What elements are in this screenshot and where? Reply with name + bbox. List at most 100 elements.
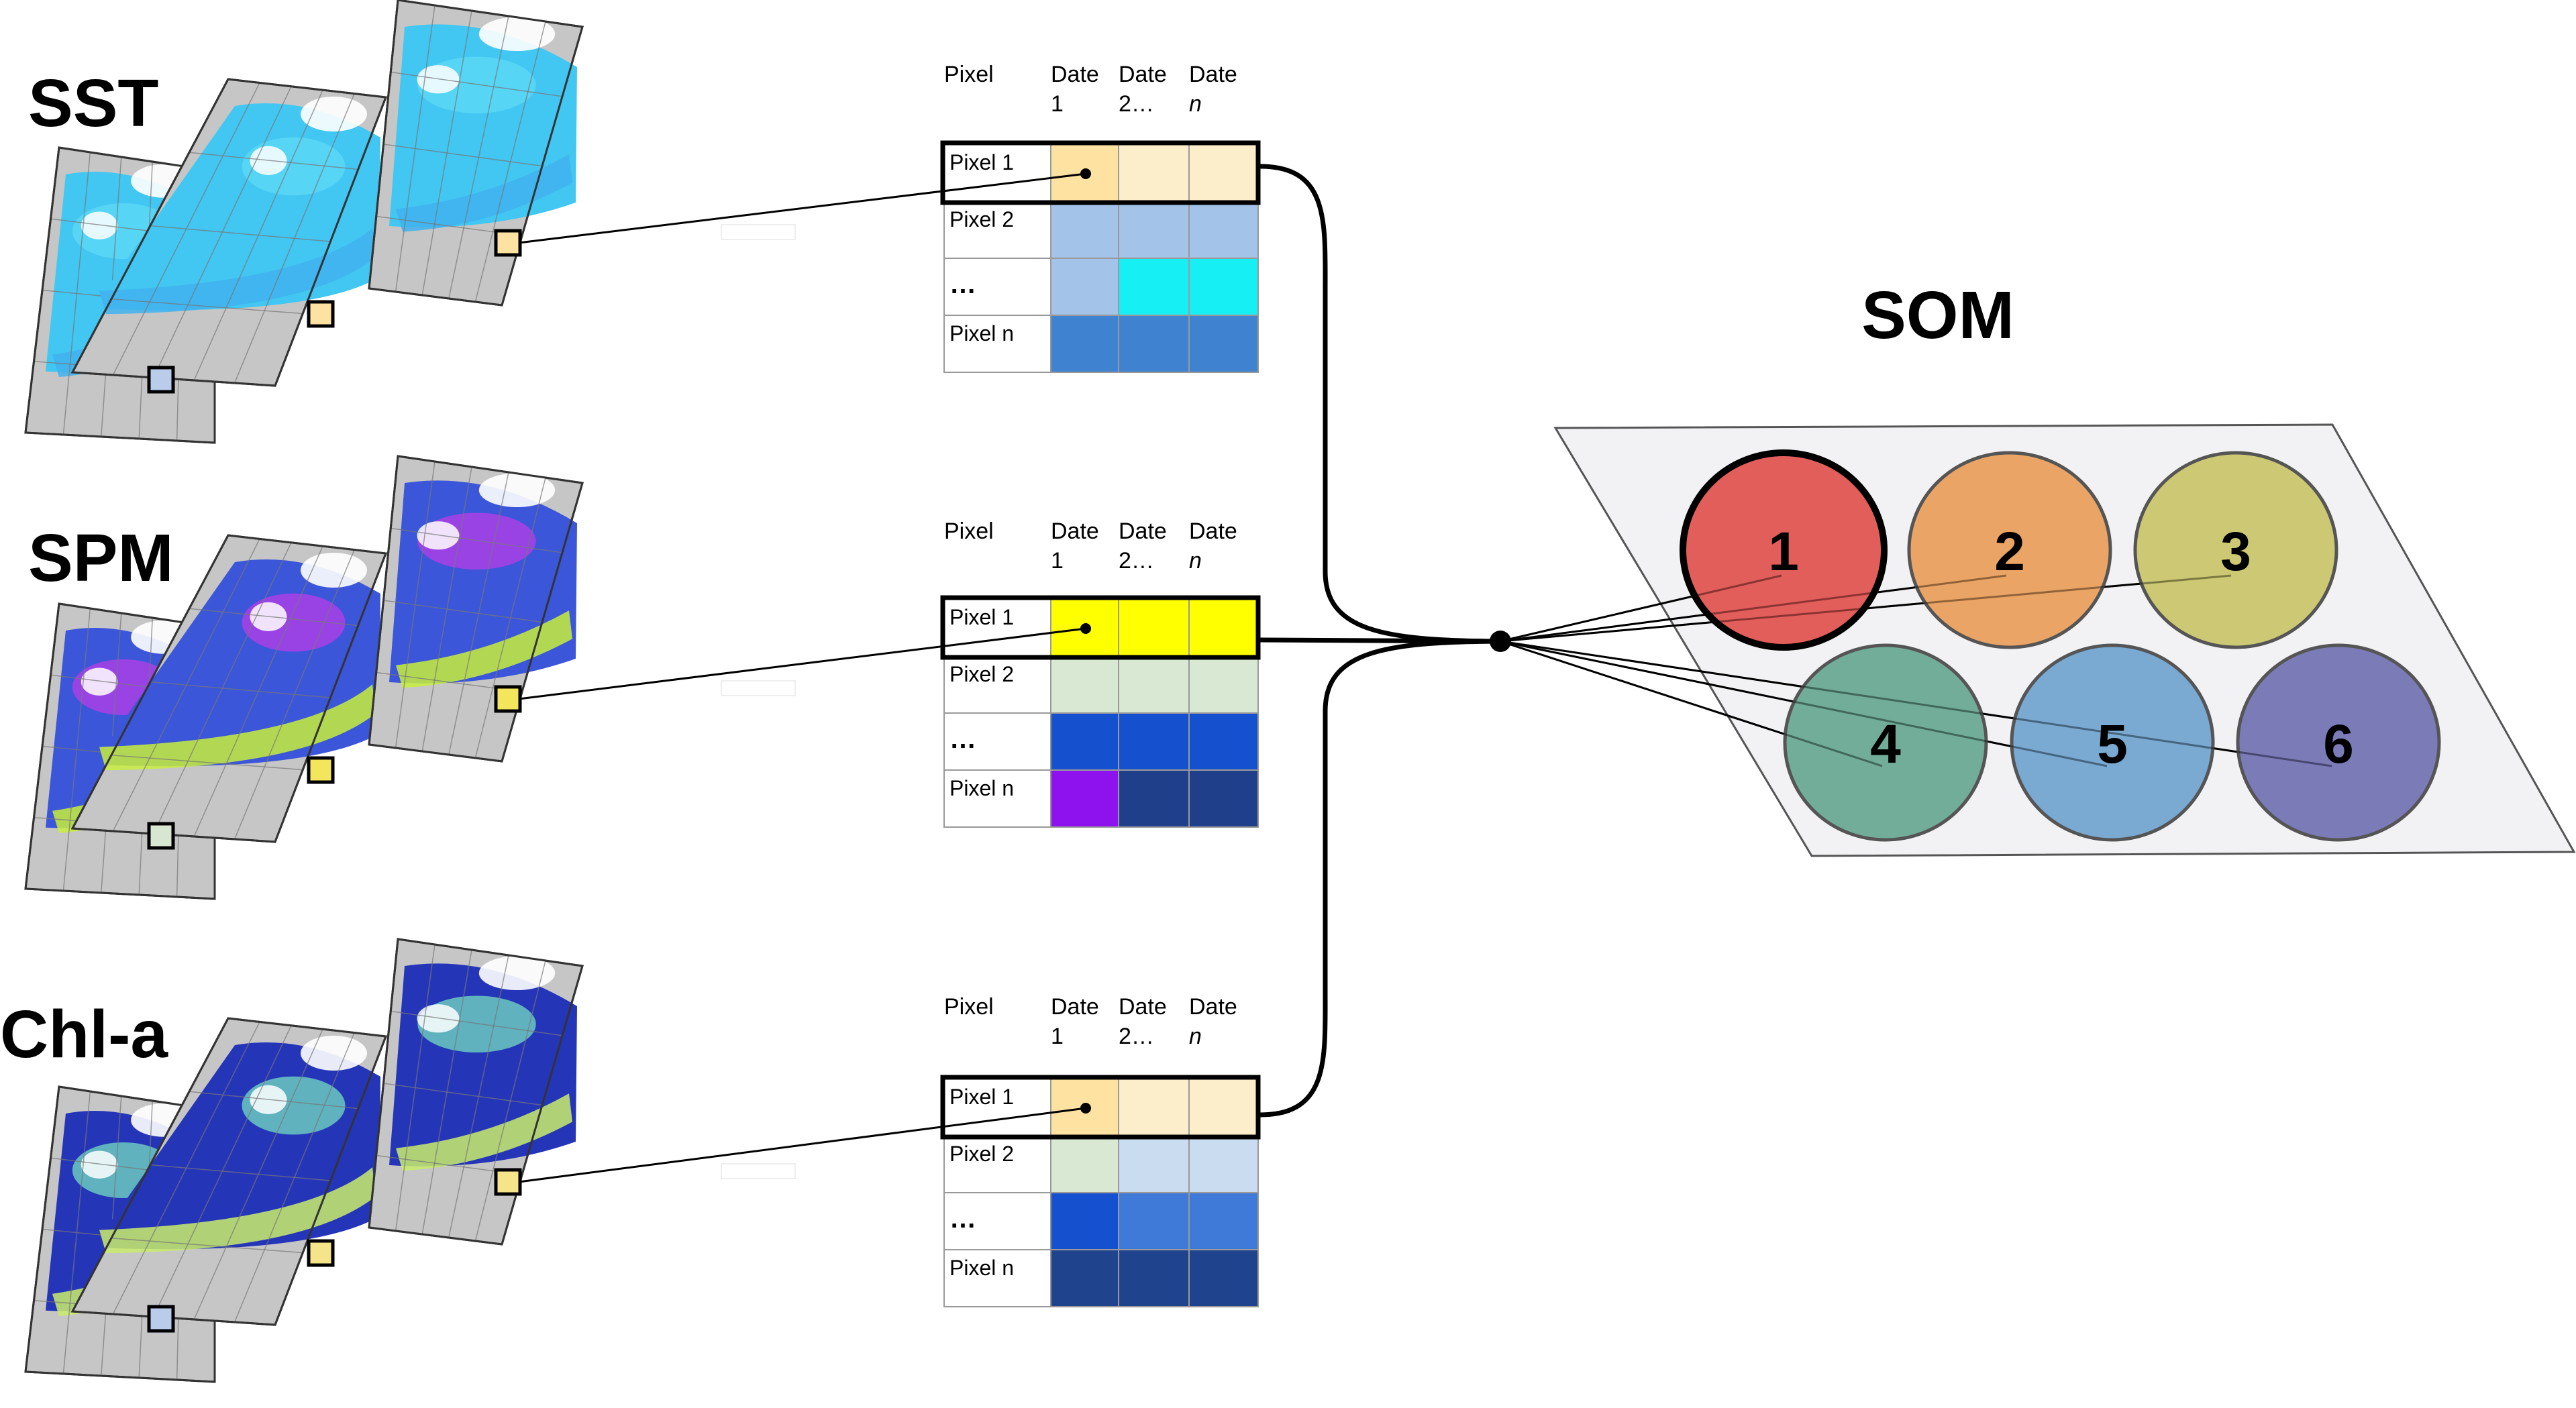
table-header-daten-a: Date [1189, 62, 1237, 87]
table-header-date1-b: 1 [1051, 1024, 1064, 1049]
table-header-pixel: Pixel [944, 994, 994, 1020]
table-cell [1188, 144, 1259, 202]
row-label: Pixel n [949, 1256, 1014, 1280]
spm-label: SPM [28, 521, 174, 596]
sst-map-sheet [368, 0, 796, 307]
table-row: Pixel 1 [943, 1078, 1259, 1136]
row-label: Pixel 2 [949, 1142, 1014, 1166]
pixel-link-line [518, 172, 1086, 244]
table-header-date1-b: 1 [1051, 91, 1064, 117]
table-header-date2-a: Date [1119, 994, 1167, 1020]
table-header-date1-a: Date [1051, 62, 1099, 87]
row-label: Pixel 1 [949, 150, 1014, 174]
som-node-1: 1 [1680, 449, 1888, 651]
table-cell [1188, 1192, 1259, 1250]
table-cell [1118, 144, 1190, 202]
table-row: Pixel 1 [943, 598, 1259, 657]
som-node-2: 2 [1907, 451, 2112, 649]
pixel-1-highlight [940, 140, 1261, 205]
sst-map-sheet [70, 78, 388, 387]
table-cell [1188, 258, 1259, 316]
row-label: … [949, 724, 976, 754]
table-header-date2-b: 2… [1119, 548, 1154, 574]
table-cell [1188, 1078, 1259, 1136]
table-header-date1-b: 1 [1051, 548, 1064, 574]
sst-pixel-marker [147, 366, 175, 394]
chl-a-label: Chl-a [0, 997, 168, 1072]
row-label: Pixel 1 [949, 1085, 1014, 1109]
table-cell [1118, 1249, 1190, 1307]
sst-map-stack [24, 0, 796, 444]
pixel-link-line [518, 1107, 1086, 1183]
table-row: … [943, 1192, 1259, 1250]
table-cell [1118, 201, 1190, 259]
table-row: … [943, 258, 1259, 316]
som-node-3: 3 [2133, 451, 2338, 649]
pixel-link-line [518, 627, 1086, 700]
pixel-link-dot [1080, 623, 1091, 634]
table-cell [1118, 258, 1190, 316]
merge-connectors [1259, 164, 1500, 1118]
table-header-daten-b: n [1189, 548, 1202, 574]
table-cell [1188, 598, 1259, 657]
table-cell [1188, 1135, 1259, 1193]
som-fan-overlay [1500, 574, 2332, 767]
som-node-4: 4 [1783, 643, 1988, 842]
table-header-pixel: Pixel [944, 519, 994, 544]
table-cell [1050, 655, 1119, 714]
table-cell [1188, 712, 1259, 771]
table-header-daten-a: Date [1189, 994, 1237, 1020]
sst-connector [1259, 164, 1500, 644]
chl-a-connector [1259, 639, 1500, 1118]
table-cell [1118, 1192, 1190, 1250]
chl-a-map-sheet [70, 1017, 388, 1326]
table-header-date2-a: Date [1119, 62, 1167, 87]
table-cell [1118, 598, 1190, 657]
table-cell [1050, 1192, 1119, 1250]
chl-a-map-stack [24, 938, 796, 1383]
pixel-link-dot [1080, 168, 1091, 179]
som-node-label: 6 [2323, 714, 2354, 775]
chl-a-pixel-marker [494, 1168, 522, 1196]
table-cell [1188, 769, 1259, 828]
table-header-date2-a: Date [1119, 519, 1167, 544]
pixel-1-highlight [940, 595, 1261, 660]
som-node-label: 5 [2097, 714, 2128, 775]
som-title: SOM [1861, 278, 2014, 353]
sst-pixel-marker [494, 229, 522, 257]
table-cell [1050, 315, 1119, 373]
table-header-date2-b: 2… [1119, 91, 1154, 117]
table-cell [1118, 655, 1190, 714]
table-cell [1188, 1249, 1259, 1307]
chl-a-pixel-marker [147, 1305, 175, 1333]
som-node-label: 1 [1768, 521, 1799, 582]
spm-pixel-marker [494, 685, 522, 713]
table-cell [1118, 315, 1190, 373]
table-row: Pixel 1 [943, 144, 1259, 202]
som-node-label: 2 [1994, 521, 2025, 582]
table-cell [1050, 712, 1119, 771]
row-label: … [949, 270, 976, 299]
table-cell [1050, 769, 1119, 828]
table-cell [1050, 1249, 1119, 1307]
table-row: Pixel 2 [943, 1135, 1259, 1193]
table-header-daten-b: n [1189, 1024, 1202, 1049]
table-cell [1118, 769, 1190, 828]
table-row: Pixel 2 [943, 655, 1259, 714]
row-label: … [949, 1204, 976, 1234]
spm-map-stack [24, 455, 796, 900]
spm-map-sheet [70, 534, 388, 843]
table-row: Pixel 2 [943, 201, 1259, 259]
table-cell [1118, 1078, 1190, 1136]
row-label: Pixel 2 [949, 207, 1014, 231]
map-stacks [24, 0, 796, 1383]
spm-map-sheet [368, 455, 796, 763]
sst-pixel-marker [307, 300, 335, 328]
som-node-label: 4 [1870, 714, 1901, 775]
som-node-label: 3 [2220, 521, 2251, 582]
